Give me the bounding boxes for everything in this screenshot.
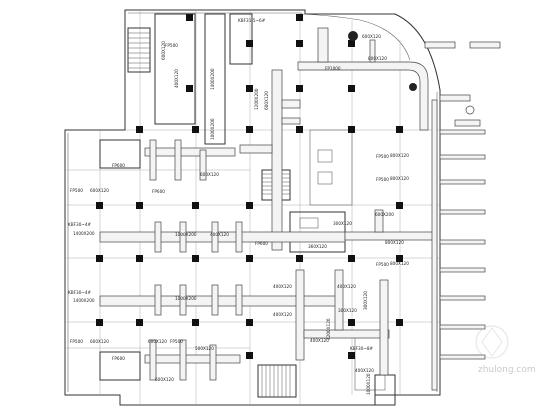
label-d600x120e: 600X120 (148, 339, 167, 344)
label-d1000x200b: 1000X200 (175, 296, 197, 301)
label-d800x120b: 800X120 (385, 240, 404, 245)
label-fp500c: FP500 (376, 154, 389, 159)
label-d300x120-vertical: 300X120 (363, 291, 368, 310)
label-kfc: KBF30~4# (68, 290, 92, 295)
label-d1000x120-vertical: 1000X120 (366, 373, 371, 395)
label-fp500b: FP500 (70, 188, 83, 193)
label-fp500f: FP500 (70, 339, 83, 344)
zhulong-logo-icon (475, 325, 509, 359)
label-d800x120d: 800X120 (390, 176, 409, 181)
label-kfb: KBF30~4# (68, 222, 92, 227)
structural-columns (96, 14, 403, 359)
label-fp500g: FP500 (170, 339, 183, 344)
label-d800x120c: 800X120 (390, 153, 409, 158)
label-fp600b: FP600 (152, 189, 165, 194)
label-d360x120: 360X120 (308, 244, 327, 249)
label-d1200x120-vertical: 1200X120 (326, 318, 331, 340)
label-fp600c: FP600 (255, 241, 268, 246)
label-d300x120: 300X120 (333, 221, 352, 226)
label-d600x120f: 600X120 (155, 377, 174, 382)
label-d400x120-vertical: 400X120 (174, 69, 179, 88)
label-d400x120f: 400X120 (355, 368, 374, 373)
label-fp1000: FP1000 (325, 66, 341, 71)
label-fp600a: FP600 (112, 163, 125, 168)
ductwork (99, 27, 501, 391)
label-d1000x200-vertical: 1000X200 (210, 118, 215, 140)
duct-labels: KBF31-5~6# FP500 FP1000 600X120 800X120 … (68, 18, 409, 395)
label-d600x200: 600X200 (375, 212, 394, 217)
label-fp500e: FP500 (376, 262, 389, 267)
label-d400x120e: 400X120 (310, 338, 329, 343)
label-d400x120a: 400X120 (210, 232, 229, 237)
label-d800x120e: 800X120 (390, 261, 409, 266)
stairs (99, 27, 297, 398)
label-fp600d: FP600 (112, 356, 125, 361)
label-d1400x200-vertical: 1400X200 (210, 68, 215, 90)
watermark-text: zhulong.com (478, 365, 536, 375)
label-d600x120b: 600X120 (90, 188, 109, 193)
label-d1200x200-vertical: 1200X200 (254, 88, 259, 110)
label-kfd: KBF30~8# (350, 346, 374, 351)
label-d400x120c: 400X120 (273, 312, 292, 317)
label-d300x120b: 300X120 (338, 308, 357, 313)
label-d600x120-vertical-2: 600X120 (264, 91, 269, 110)
label-d1000x200a: 1000X200 (175, 232, 197, 237)
label-d500x120: 500X120 (195, 346, 214, 351)
label-d1400x200b: 1400X200 (73, 298, 95, 303)
label-d600x120d: 600X120 (90, 339, 109, 344)
label-d800x120a: 800X120 (368, 56, 387, 61)
label-d400x120b: 400X120 (273, 284, 292, 289)
label-d600x120a: 600X120 (362, 34, 381, 39)
label-fp500d: FP500 (376, 177, 389, 182)
label-d600x120-vertical: 600X120 (161, 41, 166, 60)
label-fp500a: FP500 (165, 43, 178, 48)
label-d1400x200a: 1400X200 (73, 231, 95, 236)
label-d400x120d: 400X120 (337, 284, 356, 289)
label-d600x120c: 600X120 (200, 172, 219, 177)
label-kfa: KBF31-5~6# (238, 18, 266, 23)
watermark: zhulong.com (475, 325, 536, 375)
